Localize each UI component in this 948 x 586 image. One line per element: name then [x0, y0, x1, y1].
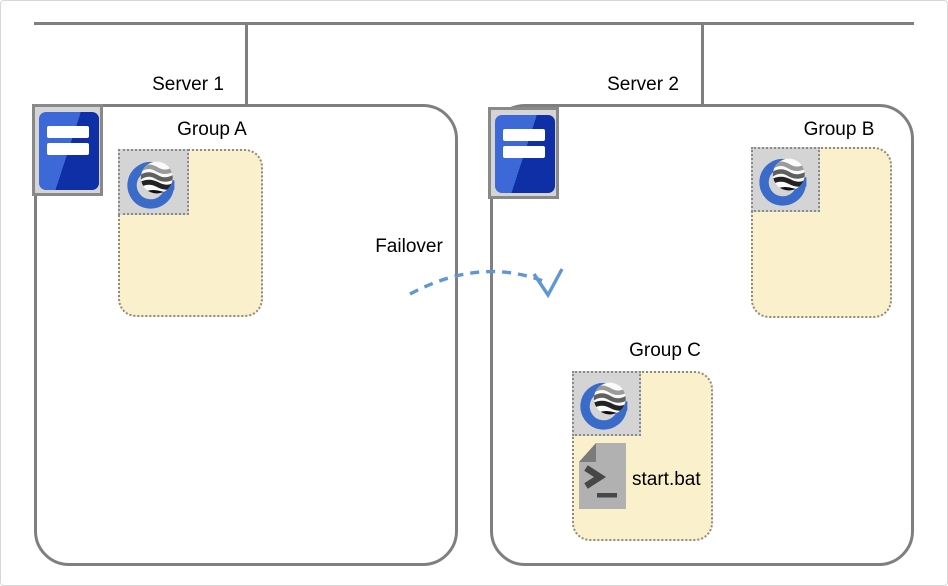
- server-tower-slot: [503, 129, 545, 141]
- server-tower-slot: [47, 126, 89, 138]
- batch-file-icon: [579, 443, 626, 509]
- server1-network-drop-line: [245, 22, 248, 105]
- batch-file-label: start.bat: [632, 469, 701, 490]
- g-logo-icon: [126, 155, 181, 210]
- group-c-application-tile: [572, 371, 641, 436]
- group-a-application-tile: [118, 149, 189, 215]
- server-tower-slot: [503, 146, 545, 158]
- server-tower-icon: [488, 107, 559, 199]
- failover-label: Failover: [375, 236, 443, 257]
- server-tower-icon: [32, 104, 103, 196]
- server-tower-body: [495, 115, 555, 193]
- g-logo-icon: [758, 152, 813, 207]
- server1-label: Server 1: [152, 74, 224, 95]
- group-c-label: Group C: [629, 340, 701, 361]
- server-tower-slot: [47, 143, 89, 155]
- group-b-application-tile: [751, 147, 820, 212]
- server2-network-drop-line: [701, 22, 704, 105]
- server-tower-body: [39, 112, 99, 190]
- group-a-label: Group A: [177, 119, 247, 140]
- network-bus-line: [34, 22, 914, 25]
- group-b-label: Group B: [803, 119, 875, 140]
- server2-label: Server 2: [607, 74, 679, 95]
- g-logo-icon: [579, 376, 634, 431]
